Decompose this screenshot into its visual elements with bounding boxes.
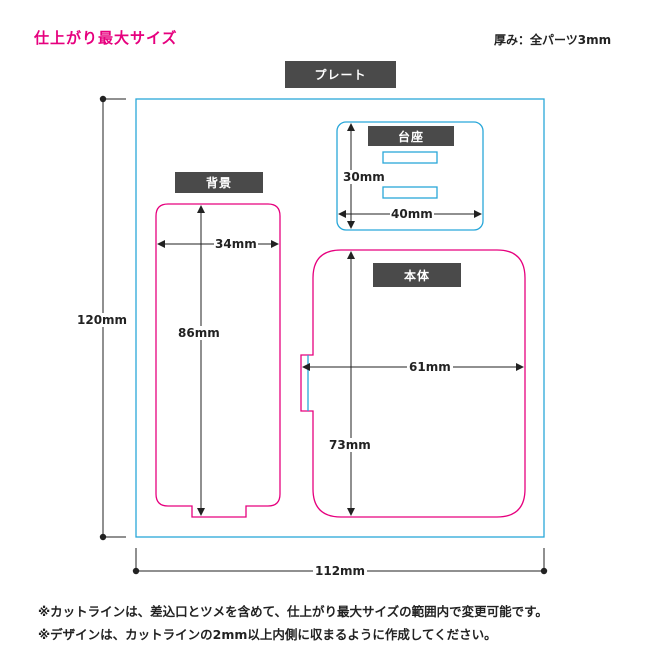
background-outline: [155, 203, 281, 518]
base-height-dimension: 30mm: [343, 170, 385, 184]
note-design: ※デザインは、カットラインの2mm以上内側に収まるように作成してください。: [38, 627, 497, 642]
background-label: 背景: [175, 172, 263, 193]
body-width-dimension: 61mm: [407, 360, 453, 374]
plate-width-dimension: 112mm: [313, 564, 368, 578]
body-outline: [300, 249, 526, 518]
base-slot-top: [382, 151, 438, 164]
page-title: 仕上がり最大サイズ: [34, 29, 178, 47]
body-height-dimension: 73mm: [329, 438, 371, 452]
thickness-note: 厚み：全パーツ3mm: [494, 33, 612, 47]
background-height-dimension: 86mm: [178, 326, 220, 340]
plate-outline: [135, 98, 545, 538]
background-width-dimension: 34mm: [214, 237, 258, 251]
note-cutline: ※カットラインは、差込口とツメを含めて、仕上がり最大サイズの範囲内で変更可能です…: [38, 604, 548, 619]
plate-label: プレート: [285, 61, 396, 88]
base-label: 台座: [368, 126, 454, 146]
body-label: 本体: [373, 263, 461, 287]
plate-height-dimension: 120mm: [77, 313, 128, 327]
base-slot-bottom: [382, 186, 438, 199]
base-outline: [336, 121, 484, 231]
base-width-dimension: 40mm: [390, 207, 434, 221]
